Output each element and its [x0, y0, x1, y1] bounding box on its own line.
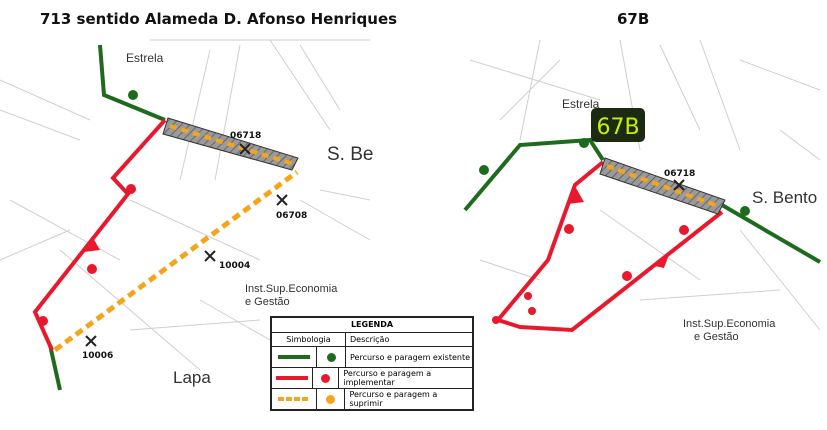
stop-code: 10006 [82, 351, 113, 361]
place-label: Estrela [126, 51, 164, 65]
line-swatch [275, 376, 308, 380]
dot-swatch [321, 373, 331, 383]
removed-route-right-strip [606, 164, 719, 208]
place-label: e Gestão [694, 331, 739, 343]
existing-stop-right [479, 165, 489, 175]
existing-route-left [98, 44, 166, 122]
line-swatch [278, 355, 310, 359]
stop-code: 10004 [219, 261, 250, 271]
existing-stop-right [579, 138, 589, 148]
removed-segment-right [599, 157, 726, 215]
legend-label: Percurso e paragem a implementar [343, 369, 432, 387]
new-stop [87, 264, 97, 274]
existing-stop-left [128, 90, 138, 100]
removed-route-left [53, 169, 299, 353]
legend-col-symbol: Simbologia [272, 333, 346, 346]
place-label: S. Be [327, 144, 373, 165]
legend-col-description: Descrição [350, 335, 390, 344]
existing-stop-right [740, 206, 750, 216]
existing-route-left-south [48, 344, 62, 391]
legend-title: LEGENDA [272, 318, 472, 333]
existing-route-right-east [720, 203, 822, 264]
legend: LEGENDA Simbologia Descrição Percurso e p… [270, 316, 474, 411]
stop-x-icon [673, 179, 685, 191]
stop-code: 06718 [230, 131, 261, 141]
new-stop [492, 316, 500, 324]
right-map-title: 67B [617, 10, 650, 28]
place-label: Lapa [173, 368, 211, 387]
new-stop [38, 316, 48, 326]
stop-x-icons [85, 143, 288, 347]
right-map [469, 39, 821, 331]
legend-label: Percurso e paragem a suprimir [349, 390, 438, 408]
place-label: Inst.Sup.Economia [683, 318, 776, 330]
legend-row-implement: Percurso e paragem a implementar [272, 368, 472, 389]
arrow-icon [84, 236, 100, 252]
dot-swatch [326, 352, 336, 362]
place-label: Estrela [562, 97, 600, 111]
place-label: Inst.Sup.Economia [245, 283, 338, 295]
new-stop [564, 224, 574, 234]
left-map-title: 713 sentido Alameda D. Afonso Henriques [40, 10, 398, 28]
dot-swatch [326, 394, 336, 404]
existing-route-right [463, 137, 605, 212]
removed-route-left-strip [169, 124, 295, 166]
stop-code: 06708 [276, 211, 307, 221]
legend-row-remove: Percurso e paragem a suprimir [272, 389, 472, 409]
new-stop [622, 271, 632, 281]
new-stop [528, 307, 536, 315]
arrow-icon [655, 252, 670, 268]
legend-row-existing: Percurso e paragem existente [272, 347, 472, 368]
new-stop [524, 292, 532, 300]
legend-label: Percurso e paragem existente [350, 352, 471, 362]
stop-code: 06718 [664, 169, 695, 179]
new-stop [126, 184, 136, 194]
place-label: e Gestão [245, 296, 290, 308]
route-badge: 67B [596, 115, 639, 140]
arrow-icon [568, 188, 584, 204]
line-swatch [277, 397, 310, 401]
route-badge-bg [591, 108, 645, 142]
place-label: S. Bento [752, 188, 817, 207]
new-stop [679, 225, 689, 235]
